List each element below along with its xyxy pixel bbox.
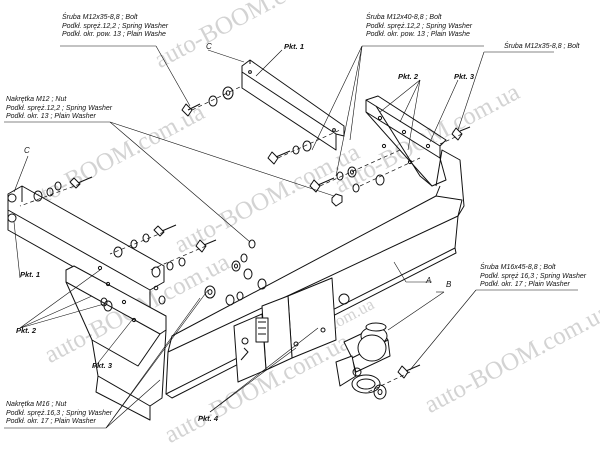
callout-line: Podkł. okr. pow. 13 ; Plain Washe (62, 31, 166, 38)
point-4: Pkt. 4 (198, 414, 219, 423)
label-c-left: C (24, 146, 30, 155)
point-3-top: Pkt. 3 (454, 72, 475, 81)
label-c-top: C (206, 42, 212, 51)
point-3-left: Pkt. 3 (92, 361, 113, 370)
callout-line: Podkł. spręż.16,3 ; Spring Washer (6, 409, 113, 417)
callout-line: Podkł. okr. 17 ; Plain Washer (480, 281, 570, 288)
callout-bolt-m12x40: Śruba M12x40-8,8 ; Bolt Podkł. spręż.12,… (366, 14, 472, 40)
callout-line: Podkł. spręż.12,2 ; Spring Washer (6, 104, 113, 112)
left-side-bracket (65, 265, 167, 421)
callout-line: Nakrętka M12 ; Nut (6, 96, 67, 103)
callout-line: Śruba M16x45-8,8 ; Bolt (480, 264, 556, 271)
right-side-bracket (365, 95, 447, 187)
bolt-m16-set (373, 364, 421, 400)
bolt-right (451, 126, 471, 141)
point-1-top: Pkt. 1 (284, 42, 305, 51)
point-2-left: Pkt. 2 (16, 326, 37, 335)
callout-line: Śruba M12x35-8,8 ; Bolt (504, 43, 580, 50)
callout-nut-m16: Nakrętka M16 ; Nut Podkł. spręż.16,3 ; S… (6, 401, 112, 427)
callout-line: Podkł. spręż 16,3 ; Spring Washer (480, 272, 587, 280)
callout-line: Śruba M12x35-8,8 ; Bolt (62, 14, 138, 21)
callout-bolt-m12x35-right: Śruba M12x35-8,8 ; Bolt (504, 43, 580, 52)
assembly-axes (19, 85, 463, 393)
label-a: A (426, 276, 432, 285)
leader-lines (4, 45, 578, 429)
callout-line: Podkł. spręż.12,2 ; Spring Washer (62, 22, 169, 30)
callout-line: Podkł. okr. pow. 13 ; Plain Washe (366, 31, 470, 38)
nut-m12-set (248, 193, 343, 249)
tow-ball (335, 322, 391, 394)
hitch-plate (233, 277, 350, 383)
callout-nut-m12: Nakrętka M12 ; Nut Podkł. spręż.12,2 ; S… (6, 96, 112, 122)
callout-line: Podkł. okr. 13 ; Plain Washer (6, 113, 96, 120)
callout-line: Podkł. spręż.12,2 ; Spring Washer (366, 22, 473, 30)
callout-line: Śruba M12x40-8,8 ; Bolt (366, 14, 442, 21)
callout-line: Nakrętka M16 ; Nut (6, 401, 67, 408)
callout-line: Podkł. okr. 17 ; Plain Washer (6, 418, 96, 425)
label-b: B (446, 280, 452, 289)
point-1-left: Pkt. 1 (20, 270, 41, 279)
top-long-plate (241, 59, 345, 151)
callout-bolt-m16: Śruba M16x45-8,8 ; Bolt Podkł. spręż 16,… (480, 264, 586, 290)
bolt-set-top-left (181, 86, 234, 117)
callout-bolt-m12x35-top: Śruba M12x35-8,8 ; Bolt Podkł. spręż.12,… (62, 14, 168, 40)
point-2-top: Pkt. 2 (398, 72, 419, 81)
bolt-set-top-middle (267, 140, 385, 193)
